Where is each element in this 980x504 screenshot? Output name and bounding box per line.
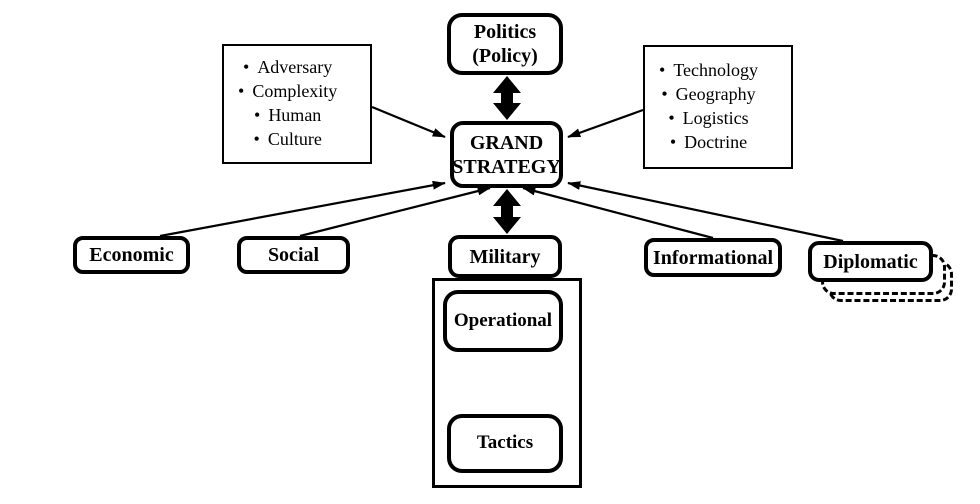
operational-label: Operational bbox=[453, 309, 553, 331]
right-factors-box: •Technology •Geography •Logistics •Doctr… bbox=[643, 45, 793, 169]
tactics-label: Tactics bbox=[476, 432, 534, 454]
factor-label: Doctrine bbox=[684, 132, 748, 153]
bullet-icon: • bbox=[668, 108, 675, 129]
bullet-icon: • bbox=[243, 57, 250, 78]
node-social: Social bbox=[237, 236, 350, 274]
left-factors-box: •Adversary •Complexity •Human •Culture bbox=[222, 44, 372, 164]
thick-arrow-politics-grand-strategy bbox=[493, 76, 521, 120]
bullet-icon: • bbox=[253, 129, 260, 150]
node-tactics: Tactics bbox=[447, 414, 563, 473]
bullet-icon: • bbox=[238, 81, 245, 102]
node-politics: Politics (Policy) bbox=[447, 13, 563, 75]
node-grand-strategy: GRAND STRATEGY bbox=[450, 121, 563, 188]
politics-label-line2: (Policy) bbox=[472, 45, 538, 67]
factor-label: Culture bbox=[267, 129, 322, 150]
node-operational: Operational bbox=[443, 290, 563, 352]
list-item: • Technology bbox=[659, 60, 758, 82]
arrow-social-to-grand-strategy bbox=[299, 186, 491, 238]
list-item: • Geography bbox=[659, 84, 758, 106]
diplomatic-label: Diplomatic bbox=[823, 250, 918, 273]
factor-label: Adversary bbox=[257, 57, 333, 78]
list-item: • Logistics bbox=[659, 108, 758, 130]
arrow-right-factors-to-grand-strategy bbox=[567, 108, 644, 139]
list-item: • Human bbox=[238, 105, 337, 127]
node-informational: Informational bbox=[644, 238, 782, 277]
politics-label-line1: Politics bbox=[473, 21, 537, 43]
bullet-icon: • bbox=[254, 105, 261, 126]
factor-label: Complexity bbox=[252, 81, 338, 102]
arrow-informational-to-grand-strategy bbox=[522, 186, 714, 240]
grand-strategy-label-line1: GRAND bbox=[469, 131, 544, 154]
factor-label: Geography bbox=[675, 84, 756, 105]
arrow-left-factors-to-grand-strategy bbox=[371, 105, 446, 139]
factor-label: Logistics bbox=[682, 108, 749, 129]
arrow-diplomatic-to-grand-strategy bbox=[567, 181, 844, 243]
grand-strategy-label-line2: STRATEGY bbox=[452, 155, 561, 178]
arrow-economic-to-grand-strategy bbox=[159, 180, 446, 238]
left-factors-list: •Adversary •Complexity •Human •Culture bbox=[224, 55, 337, 154]
bullet-icon: • bbox=[659, 60, 666, 81]
factor-label: Human bbox=[268, 105, 322, 126]
list-item: • Complexity bbox=[238, 81, 337, 103]
node-economic: Economic bbox=[73, 236, 190, 274]
military-label: Military bbox=[469, 245, 541, 268]
list-item: • Adversary bbox=[238, 57, 337, 79]
factor-label: Technology bbox=[673, 60, 759, 81]
node-military: Military bbox=[448, 235, 562, 278]
social-label: Social bbox=[267, 244, 320, 266]
list-item: • Culture bbox=[238, 129, 337, 151]
informational-label: Informational bbox=[653, 246, 773, 269]
right-factors-list: •Technology •Geography •Logistics •Doctr… bbox=[645, 58, 758, 157]
bullet-icon: • bbox=[669, 132, 677, 153]
bullet-icon: • bbox=[661, 84, 668, 105]
list-item: • Doctrine bbox=[659, 132, 758, 154]
economic-label: Economic bbox=[89, 244, 174, 266]
thick-arrow-grand-strategy-military bbox=[493, 189, 521, 234]
node-diplomatic: Diplomatic bbox=[808, 241, 933, 282]
